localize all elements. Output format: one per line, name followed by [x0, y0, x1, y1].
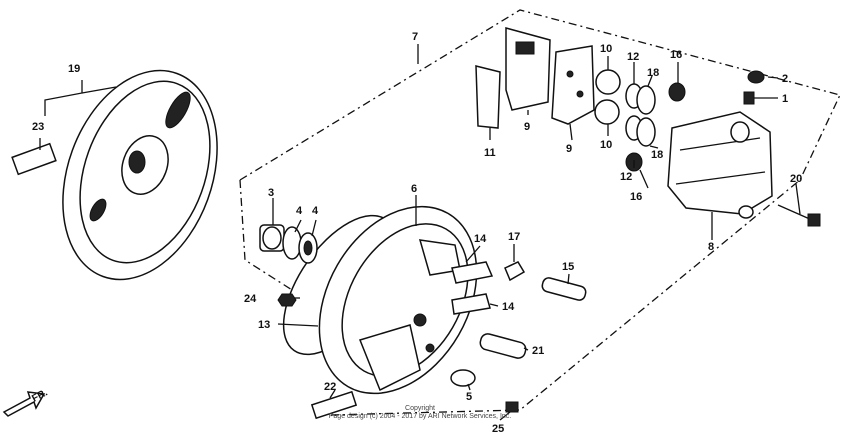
callout-21: 21: [532, 345, 544, 357]
callout-10b: 10: [600, 139, 612, 151]
callout-9b: 9: [566, 143, 572, 155]
callout-6: 6: [411, 183, 417, 195]
callout-12a: 12: [627, 51, 639, 63]
callout-16b: 16: [630, 191, 642, 203]
brake-drum-part: [62, 69, 218, 281]
callout-2: 2: [782, 73, 788, 85]
callout-13: 13: [258, 319, 270, 331]
callout-17: 17: [508, 231, 520, 243]
clip-part-17: [504, 261, 526, 282]
front-direction-marker: FR.: [0, 380, 70, 420]
callout-12b: 12: [620, 171, 632, 183]
callout-10a: 10: [600, 43, 612, 55]
callout-22: 22: [324, 381, 336, 393]
pad-part-9a: [505, 27, 551, 111]
callout-3: 3: [268, 187, 274, 199]
callout-5: 5: [466, 391, 472, 403]
callout-19: 19: [68, 63, 80, 75]
pad-part-9b: [551, 45, 595, 125]
callout-25: 25: [492, 423, 504, 435]
shim-part-11: [475, 65, 501, 129]
collar-part-3: [259, 224, 285, 252]
assembly-outline-caliper: [239, 9, 841, 416]
pad-spring-part-14a: [451, 261, 494, 284]
seal-part-18a: [636, 85, 656, 115]
callouts: 19 23 7 3 4 4 6 24 13 14 14 17 15 21 5 2…: [32, 31, 802, 435]
callout-20: 20: [790, 173, 802, 185]
copyright-line-2: Page design (c) 2004 - 2017 by ARI Netwo…: [328, 413, 512, 420]
seal-part-4a: [282, 226, 302, 260]
callout-24: 24: [244, 293, 257, 305]
bolt-part-20: [777, 204, 821, 227]
pin-part-21: [479, 333, 527, 359]
seal-part-18b: [636, 117, 656, 147]
callout-14b: 14: [502, 301, 515, 313]
callout-7: 7: [412, 31, 418, 43]
callout-1: 1: [782, 93, 788, 105]
pad-spring-part-14b: [451, 293, 491, 315]
callout-4a: 4: [296, 205, 303, 217]
seal-part-4b: [298, 232, 318, 264]
copyright-line-1: Copyright: [405, 405, 435, 412]
callout-15: 15: [562, 261, 574, 273]
callout-16a: 16: [670, 49, 682, 61]
callout-11: 11: [484, 147, 496, 159]
callout-4b: 4: [312, 205, 319, 217]
callout-23: 23: [32, 121, 44, 133]
callout-14a: 14: [474, 233, 487, 245]
cap-part-16a: [668, 82, 686, 102]
sticker-part-22: [310, 390, 358, 420]
piston-part-10b: [594, 99, 620, 125]
callout-9a: 9: [524, 121, 530, 133]
bolt-part-25: [505, 401, 519, 413]
clip-part-5: [450, 369, 476, 387]
nut-part-24: [277, 293, 297, 307]
callout-8: 8: [708, 241, 714, 253]
bleeder-screw-part-1: [743, 91, 755, 105]
caliper-body-part-8: [667, 111, 773, 219]
piston-part-10a: [595, 69, 621, 95]
copyright-notice: Copyright Page design (c) 2004 - 2017 by…: [300, 405, 540, 421]
callout-18b: 18: [651, 149, 663, 161]
sticker-part-23: [11, 142, 57, 176]
front-arrow-icon: FR.: [2, 387, 50, 417]
leader-lines: [39, 44, 801, 421]
bleeder-cap-part-2: [747, 70, 765, 84]
callout-18a: 18: [647, 67, 659, 79]
front-label: FR.: [30, 387, 50, 404]
bracket-part-6: [318, 205, 478, 395]
pin-part-15: [541, 277, 587, 301]
